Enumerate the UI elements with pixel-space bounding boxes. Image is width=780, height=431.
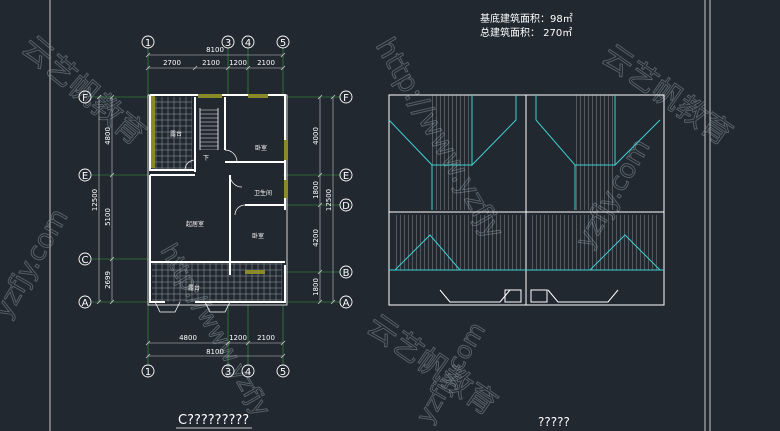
grid-label-top: 5: [280, 38, 286, 49]
dim-text-left-total: 12500: [91, 189, 99, 211]
dim-text-left: 2699: [104, 271, 112, 289]
dim-text-top: 2100: [257, 59, 275, 67]
grid-label-right: D: [342, 201, 350, 212]
dim-text-right-total: 12500: [325, 189, 333, 211]
room-label-living: 起居室: [186, 220, 204, 228]
grid-label-right: A: [343, 298, 350, 309]
grid-label-bottom: 1: [145, 367, 151, 378]
dim-text-top: 2700: [163, 59, 181, 67]
grid-label-left: E: [82, 171, 88, 182]
roof-hip-lines: [388, 95, 664, 271]
grid-label-right: F: [343, 93, 349, 104]
grid-label-bottom: 3: [225, 367, 231, 378]
room-label-bathroom: 卫生间: [254, 189, 272, 197]
grid-label-right: E: [343, 171, 349, 182]
dim-text-right: 1800: [312, 181, 320, 199]
dim-text-top-total: 8100: [206, 46, 224, 54]
windows: [151, 94, 288, 274]
dim-text-bottom-total: 8100: [206, 348, 224, 356]
grid-label-bottom: 5: [280, 367, 286, 378]
roof-bays: [439, 289, 619, 303]
room-label-bedroom-se: 卧室: [252, 232, 264, 240]
floor-plan: 1 3 4 5 1 3 4 5 F E C A F E D B A: [78, 35, 353, 378]
roof-stripes-sw: [393, 215, 521, 270]
room-label-balcony-north: 露台: [170, 130, 182, 138]
roof-plan: [388, 94, 665, 306]
grid-label-top: 4: [245, 38, 251, 49]
balcony-south-tiles: [152, 262, 282, 302]
grid-label-bottom: 4: [245, 367, 251, 378]
roof-stripes-ne: [575, 95, 615, 210]
dim-text-top: 2100: [202, 59, 220, 67]
dim-text-right: 4200: [312, 229, 320, 247]
grid-label-right: B: [343, 268, 350, 279]
balcony-north-tiles: [152, 97, 192, 170]
dim-text-left: 5100: [104, 208, 112, 226]
dim-text-right: 4000: [312, 127, 320, 145]
frame-lines: [49, 0, 711, 431]
stair-treads: [200, 108, 218, 150]
room-label-bedroom-ne: 卧室: [255, 144, 267, 152]
roof-stripes-nw: [432, 95, 472, 210]
caption-right: ?????: [538, 415, 570, 429]
grid-label-left: F: [82, 93, 88, 104]
grid-label-left: A: [82, 298, 89, 309]
dim-text-right: 1800: [312, 278, 320, 296]
grid-bubbles-right: [339, 90, 353, 309]
dim-text-bottom: 4800: [179, 334, 197, 342]
door-swings: [184, 149, 246, 216]
grid-label-top: 1: [145, 38, 151, 49]
grid-bubbles-bottom: [141, 364, 290, 378]
dim-text-left: 4800: [104, 127, 112, 145]
grid-label-left: C: [82, 255, 89, 266]
watermark-text: yzfjy.com: [0, 204, 75, 324]
grid-bubbles-top: [141, 35, 290, 49]
roof-stripes-se: [531, 215, 659, 270]
dim-text-bottom: 2100: [257, 334, 275, 342]
grid-bubbles-left: [78, 90, 92, 309]
dimension-ticks: [96, 52, 336, 359]
base-area-label: 基底建筑面积：98㎡: [480, 12, 573, 25]
axis-lines: [92, 48, 340, 365]
grid-label-top: 3: [225, 38, 231, 49]
dimension-lines: [98, 54, 334, 357]
caption-left: C?????????: [178, 413, 249, 428]
dim-text-bottom: 1200: [229, 334, 247, 342]
stair-mark: 下: [203, 155, 209, 162]
dim-text-top: 1200: [229, 59, 247, 67]
total-area-label: 总建筑面积： 270㎡: [480, 26, 572, 39]
room-label-balcony-south: 露台: [188, 284, 200, 292]
